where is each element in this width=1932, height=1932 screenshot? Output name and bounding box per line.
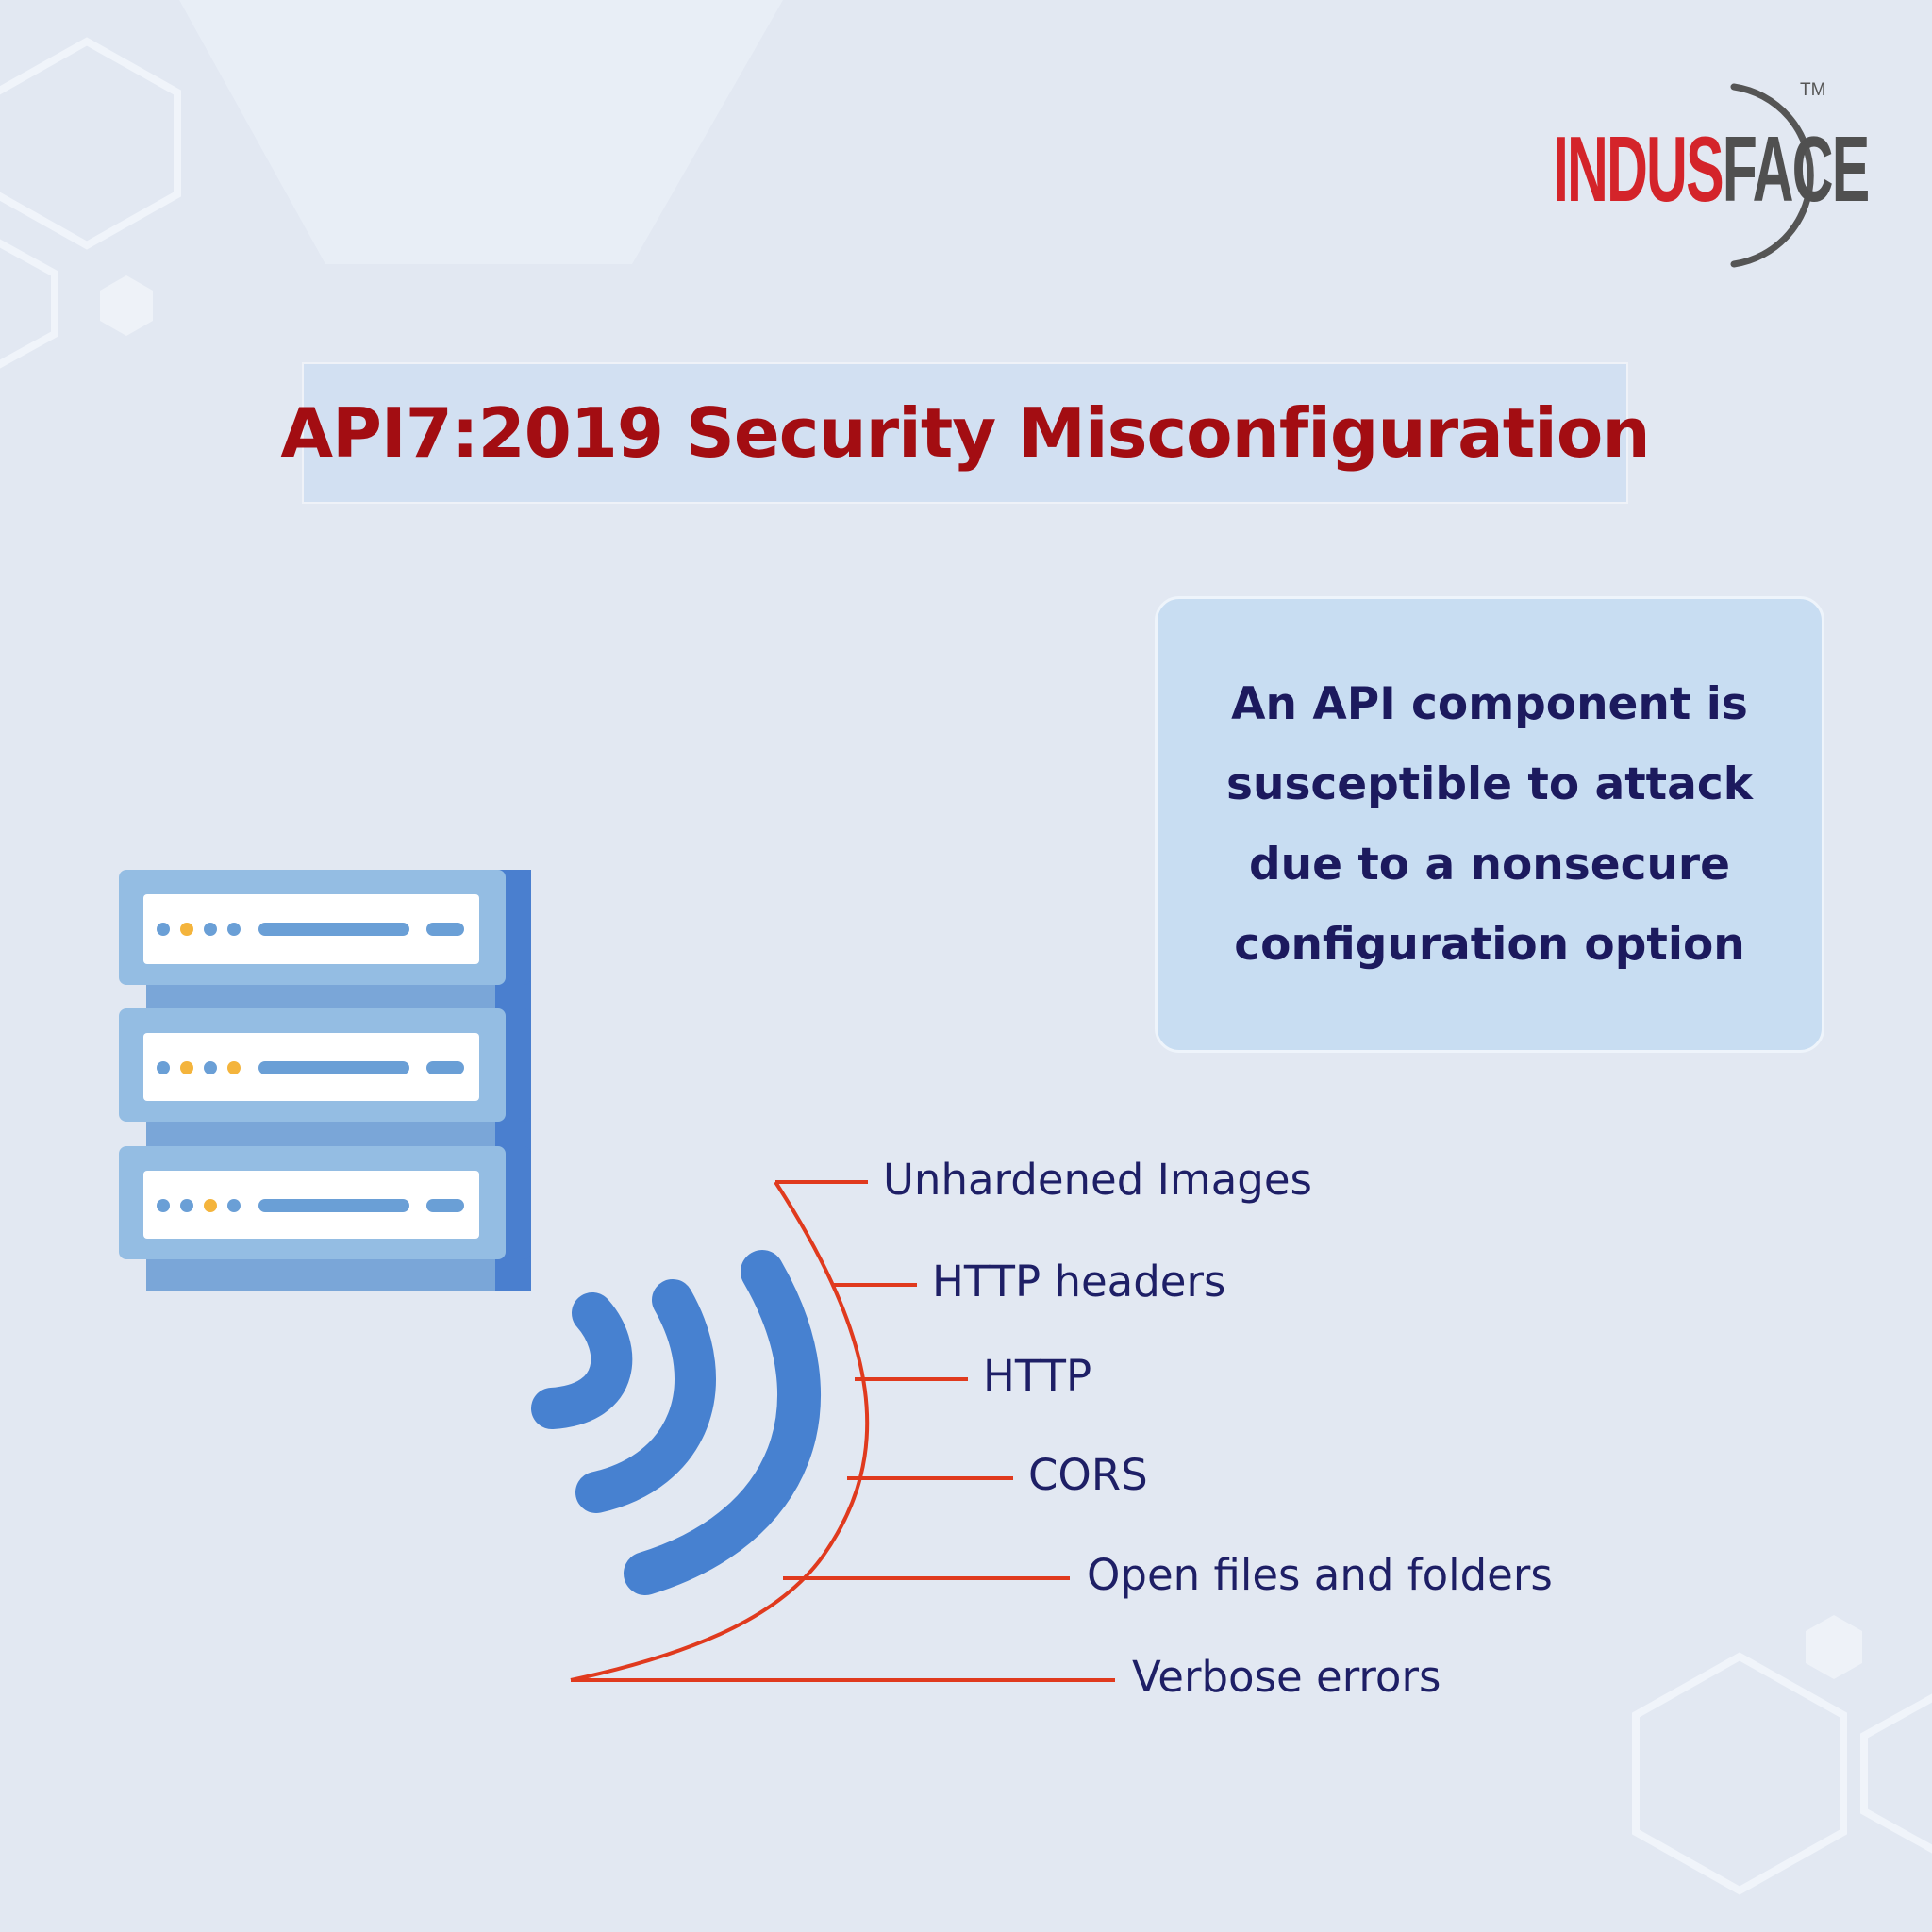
server-slot-bar — [258, 1061, 409, 1074]
description-card: An API component is susceptible to attac… — [1155, 596, 1824, 1053]
signal-arc-medium — [575, 1279, 716, 1513]
signal-arc-large — [624, 1250, 822, 1595]
server-slot-bar — [258, 1199, 409, 1212]
misconfiguration-item-cors: CORS — [1028, 1450, 1148, 1500]
signal-arc-small — [531, 1292, 633, 1429]
background-chevron-shape — [179, 0, 783, 264]
misconfiguration-item-open-files: Open files and folders — [1087, 1550, 1553, 1600]
server-led-icon — [157, 1061, 170, 1074]
description-line: due to a nonsecure — [1249, 839, 1730, 891]
server-led-icon — [180, 1061, 193, 1074]
page-title: API7:2019 Security Misconfiguration — [280, 393, 1650, 473]
server-slot-bar — [426, 1061, 464, 1074]
brand-logo-part-1: INDUS — [1553, 117, 1724, 221]
server-led-icon — [157, 1199, 170, 1212]
misconfiguration-item-unhardened-images: Unhardened Images — [883, 1155, 1312, 1205]
server-led-icon — [227, 1061, 241, 1074]
server-led-icon — [204, 1199, 217, 1212]
misconfiguration-connector — [570, 1180, 1115, 1682]
trademark-symbol: TM — [1800, 80, 1826, 100]
server-slot-bar — [426, 923, 464, 936]
wireless-signal-icon — [531, 1250, 822, 1595]
background-hexagon-outline — [1632, 1652, 1847, 1895]
description-line: susceptible to attack — [1226, 758, 1753, 810]
connector-curve — [570, 1180, 870, 1682]
background-hexagon-small — [1806, 1615, 1862, 1679]
server-led-icon — [180, 1199, 193, 1212]
server-led-icon — [204, 1061, 217, 1074]
server-led-icon — [180, 923, 193, 936]
misconfiguration-item-verbose-errors: Verbose errors — [1132, 1652, 1441, 1702]
background-hexagon-outline — [0, 239, 58, 369]
server-slot-bar — [258, 923, 409, 936]
background-hexagon-outline — [1860, 1693, 1932, 1854]
misconfiguration-item-http: HTTP — [983, 1351, 1092, 1401]
background-hexagon-outline — [0, 37, 181, 250]
brand-logo: INDUSFACE — [1553, 123, 1870, 215]
server-led-icon — [157, 923, 170, 936]
server-slot-bar — [426, 1199, 464, 1212]
description-line: An API component is — [1231, 678, 1748, 730]
title-banner: API7:2019 Security Misconfiguration — [280, 364, 1651, 502]
logo-arc-icon — [1730, 83, 1814, 268]
background-hexagon-small — [100, 275, 153, 336]
server-led-icon — [227, 923, 241, 936]
misconfiguration-item-http-headers: HTTP headers — [932, 1257, 1226, 1307]
brand-logo-part-2: FACE — [1722, 117, 1870, 221]
server-rack-icon — [119, 870, 531, 1291]
server-led-icon — [204, 923, 217, 936]
description-line: configuration option — [1234, 919, 1745, 971]
server-led-icon — [227, 1199, 241, 1212]
